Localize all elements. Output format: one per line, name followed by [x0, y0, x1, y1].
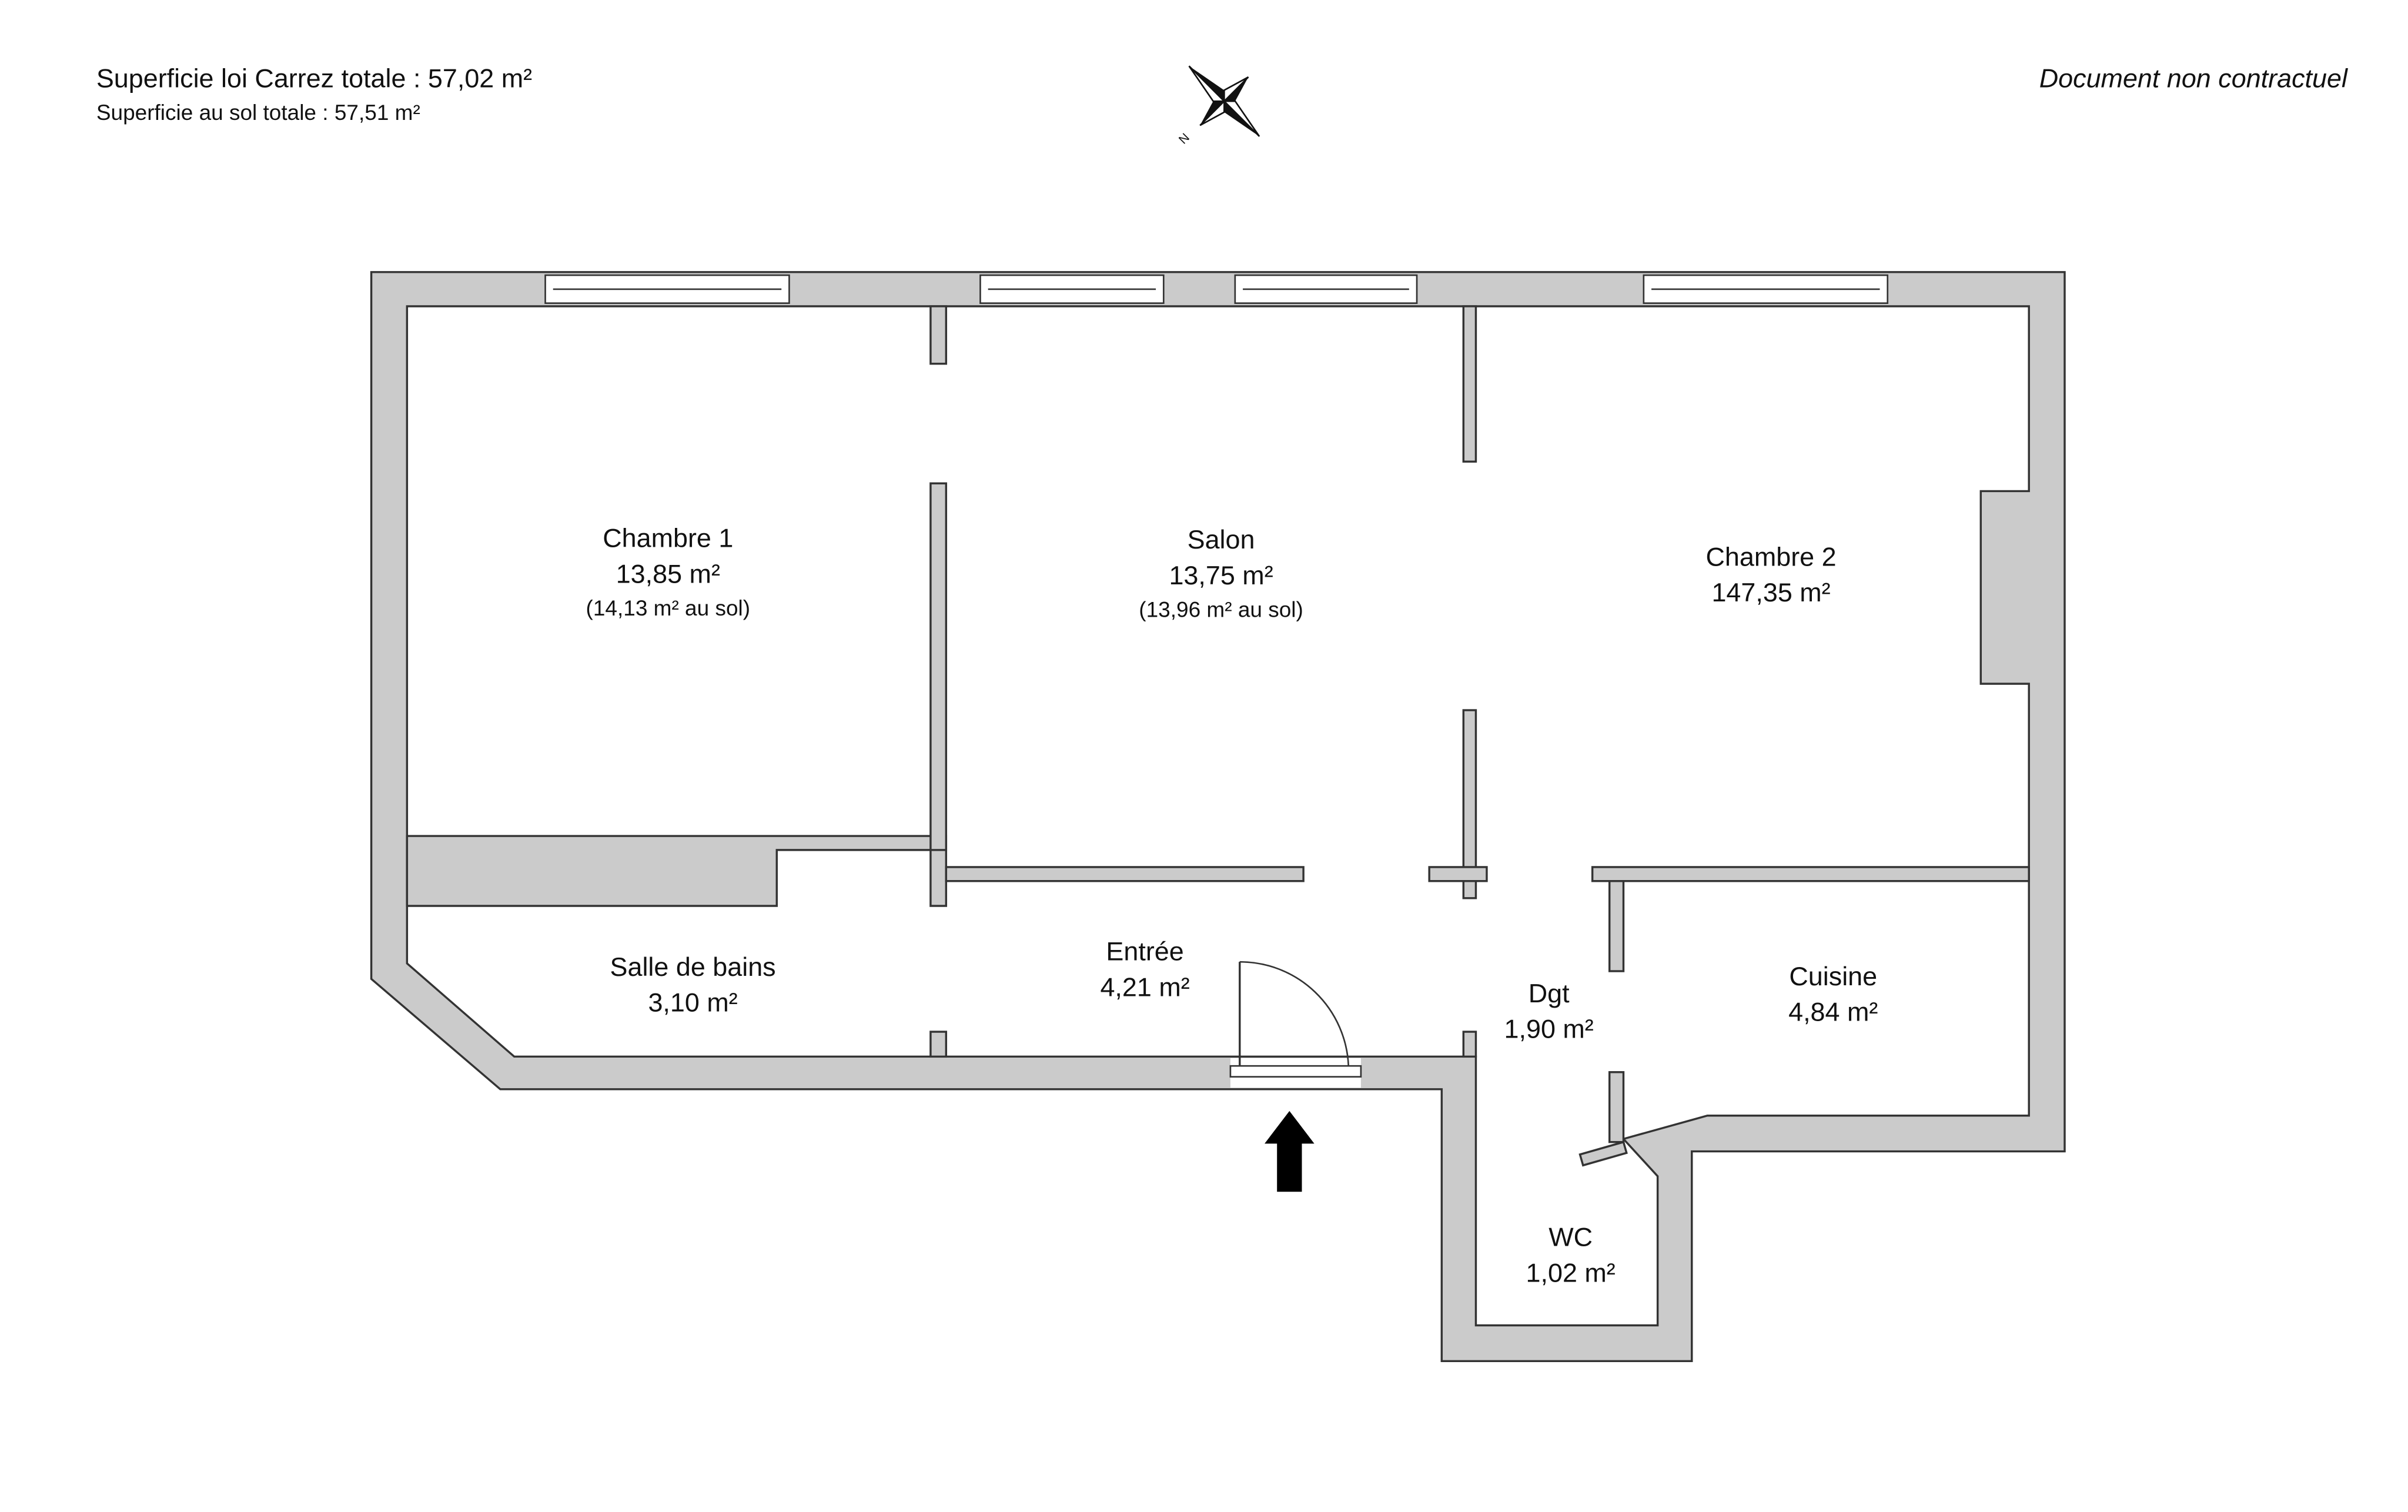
room-salle-de-bains: Salle de bains 3,10 m²: [610, 952, 776, 1018]
room-salon: Salon 13,75 m² (13,96 m² au sol): [1139, 524, 1303, 621]
room-name: Dgt: [1529, 978, 1570, 1008]
room-area: 147,35 m²: [1711, 577, 1830, 607]
room-area: 1,90 m²: [1504, 1014, 1594, 1044]
disclaimer: Document non contractuel: [2039, 63, 2348, 93]
room-wc: WC 1,02 m²: [1526, 1222, 1616, 1288]
room-name: Chambre 1: [603, 523, 733, 553]
room-area: 13,85 m²: [616, 558, 720, 588]
room-area: 1,02 m²: [1526, 1258, 1616, 1288]
walls: [370, 271, 2066, 1363]
room-name: Chambre 2: [1705, 541, 1836, 571]
compass-north-label: N: [1176, 131, 1192, 147]
entrance-arrow-icon: [1265, 1110, 1315, 1192]
sol-total: Superficie au sol totale : 57,51 m²: [96, 101, 420, 125]
carrez-total: Superficie loi Carrez totale : 57,02 m²: [96, 63, 532, 93]
room-area: 4,84 m²: [1788, 997, 1878, 1027]
compass-icon: [1188, 65, 1260, 137]
room-entree: Entrée 4,21 m²: [1100, 936, 1189, 1002]
room-area: 4,21 m²: [1100, 972, 1189, 1002]
room-dgt: Dgt 1,90 m²: [1504, 978, 1594, 1044]
room-name: WC: [1549, 1222, 1593, 1252]
room-floor-area: (14,13 m² au sol): [586, 596, 751, 620]
room-name: Cuisine: [1789, 961, 1877, 991]
room-area: 3,10 m²: [648, 988, 737, 1018]
room-chambre-1: Chambre 1 13,85 m² (14,13 m² au sol): [586, 523, 751, 620]
windows: [544, 274, 1889, 305]
room-name: Salon: [1188, 524, 1255, 554]
room-cuisine: Cuisine 4,84 m²: [1788, 961, 1878, 1027]
room-name: Salle de bains: [610, 952, 776, 982]
entrance-door: [1229, 961, 1362, 1088]
room-area: 13,75 m²: [1169, 560, 1273, 590]
room-chambre-2: Chambre 2 147,35 m²: [1705, 541, 1836, 607]
room-name: Entrée: [1106, 936, 1183, 966]
room-floor-area: (13,96 m² au sol): [1139, 597, 1303, 621]
